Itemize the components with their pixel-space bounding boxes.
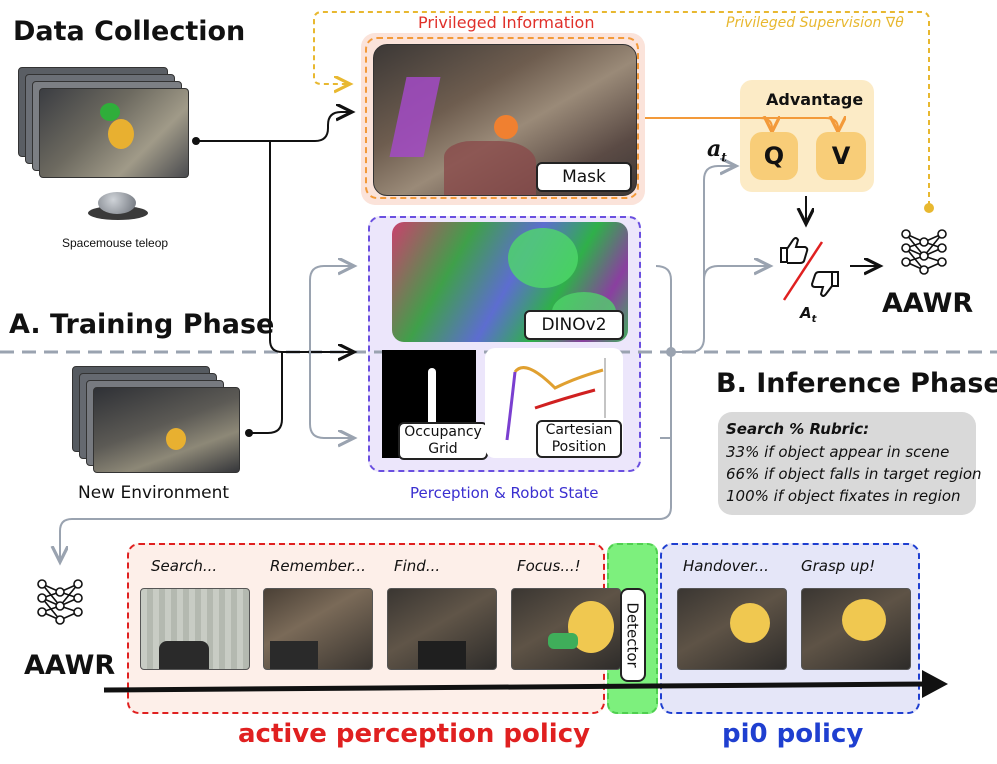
advantage-symbol-label: At [800,304,816,325]
occupancy-grid-tag: Occupancy Grid [398,422,488,460]
pineapple-image [166,428,186,450]
step-search-image [140,588,250,670]
rubric-line-1: 33% if object appear in scene [726,443,950,461]
orange-object [494,115,518,139]
detector-box: Detector [620,588,646,682]
privileged-information-label: Privileged Information [418,13,595,32]
dinov2-blob-1 [508,228,578,288]
data-collection-title: Data Collection [13,16,246,47]
pineapple-image [730,603,770,643]
aawr-top-label: AAWR [882,288,974,319]
privileged-supervision-label: Privileged Supervision ∇θ [726,15,904,31]
leaf-image [100,103,120,121]
perception-robot-state-label: Perception & Robot State [410,484,599,502]
occupancy-points [428,368,436,440]
step-handover-image [677,588,787,670]
spacemouse-label: Spacemouse teleop [62,236,169,250]
step-focus-image [511,588,621,670]
privileged-info-dashed-border [365,37,639,199]
step-grasp-image [801,588,911,670]
thumbs-down-icon [810,271,839,297]
dinov2-tag: DINOv2 [524,310,624,340]
pineapple-image [842,599,886,641]
advantage-symbol: A [800,304,812,322]
step-remember-label: Remember... [270,557,366,575]
detector-label: Detector [624,602,642,668]
step-focus-label: Focus...! [517,557,581,575]
mask-tag: Mask [536,162,632,192]
red-mask-region [444,141,536,195]
trajectory-plot [505,358,606,441]
action-symbol: a [707,136,722,162]
demo-image [39,88,189,178]
neural-network-icon-top [901,229,947,275]
env-image [93,387,240,473]
pineapple-image [108,119,134,149]
aawr-bottom-label: AAWR [24,650,116,681]
step-find-label: Find... [394,557,441,575]
rubric-panel [718,412,976,515]
step-search-label: Search... [151,557,218,575]
step-handover-label: Handover... [683,557,769,575]
inference-phase-title: B. Inference Phase [716,368,997,399]
rubric-line-2: 66% if object falls in target region [726,465,982,483]
advantage-subscript: t [811,314,817,325]
step-remember-image [263,588,373,670]
training-phase-title: A. Training Phase [9,309,275,340]
thumbs-up-icon [780,237,809,264]
rubric-title: Search % Rubric: [726,420,870,438]
neural-network-icon-bottom [37,579,83,625]
advantage-label: Advantage [766,90,864,109]
new-environment-label: New Environment [78,483,230,503]
pi0-policy-label: pi0 policy [722,719,864,749]
spacemouse-icon [88,188,148,224]
action-subscript: t [721,150,727,165]
rubric-line-3: 100% if object fixates in region [726,487,961,505]
active-perception-policy-label: active perception policy [238,719,591,749]
v-box: V [816,132,866,180]
q-label: Q [763,142,785,170]
step-find-image [387,588,497,670]
action-label: at [707,136,727,164]
step-grasp-label: Grasp up! [801,557,876,575]
q-box: Q [750,132,798,180]
cartesian-position-tag: Cartesian Position [536,420,622,458]
v-label: V [831,142,851,170]
